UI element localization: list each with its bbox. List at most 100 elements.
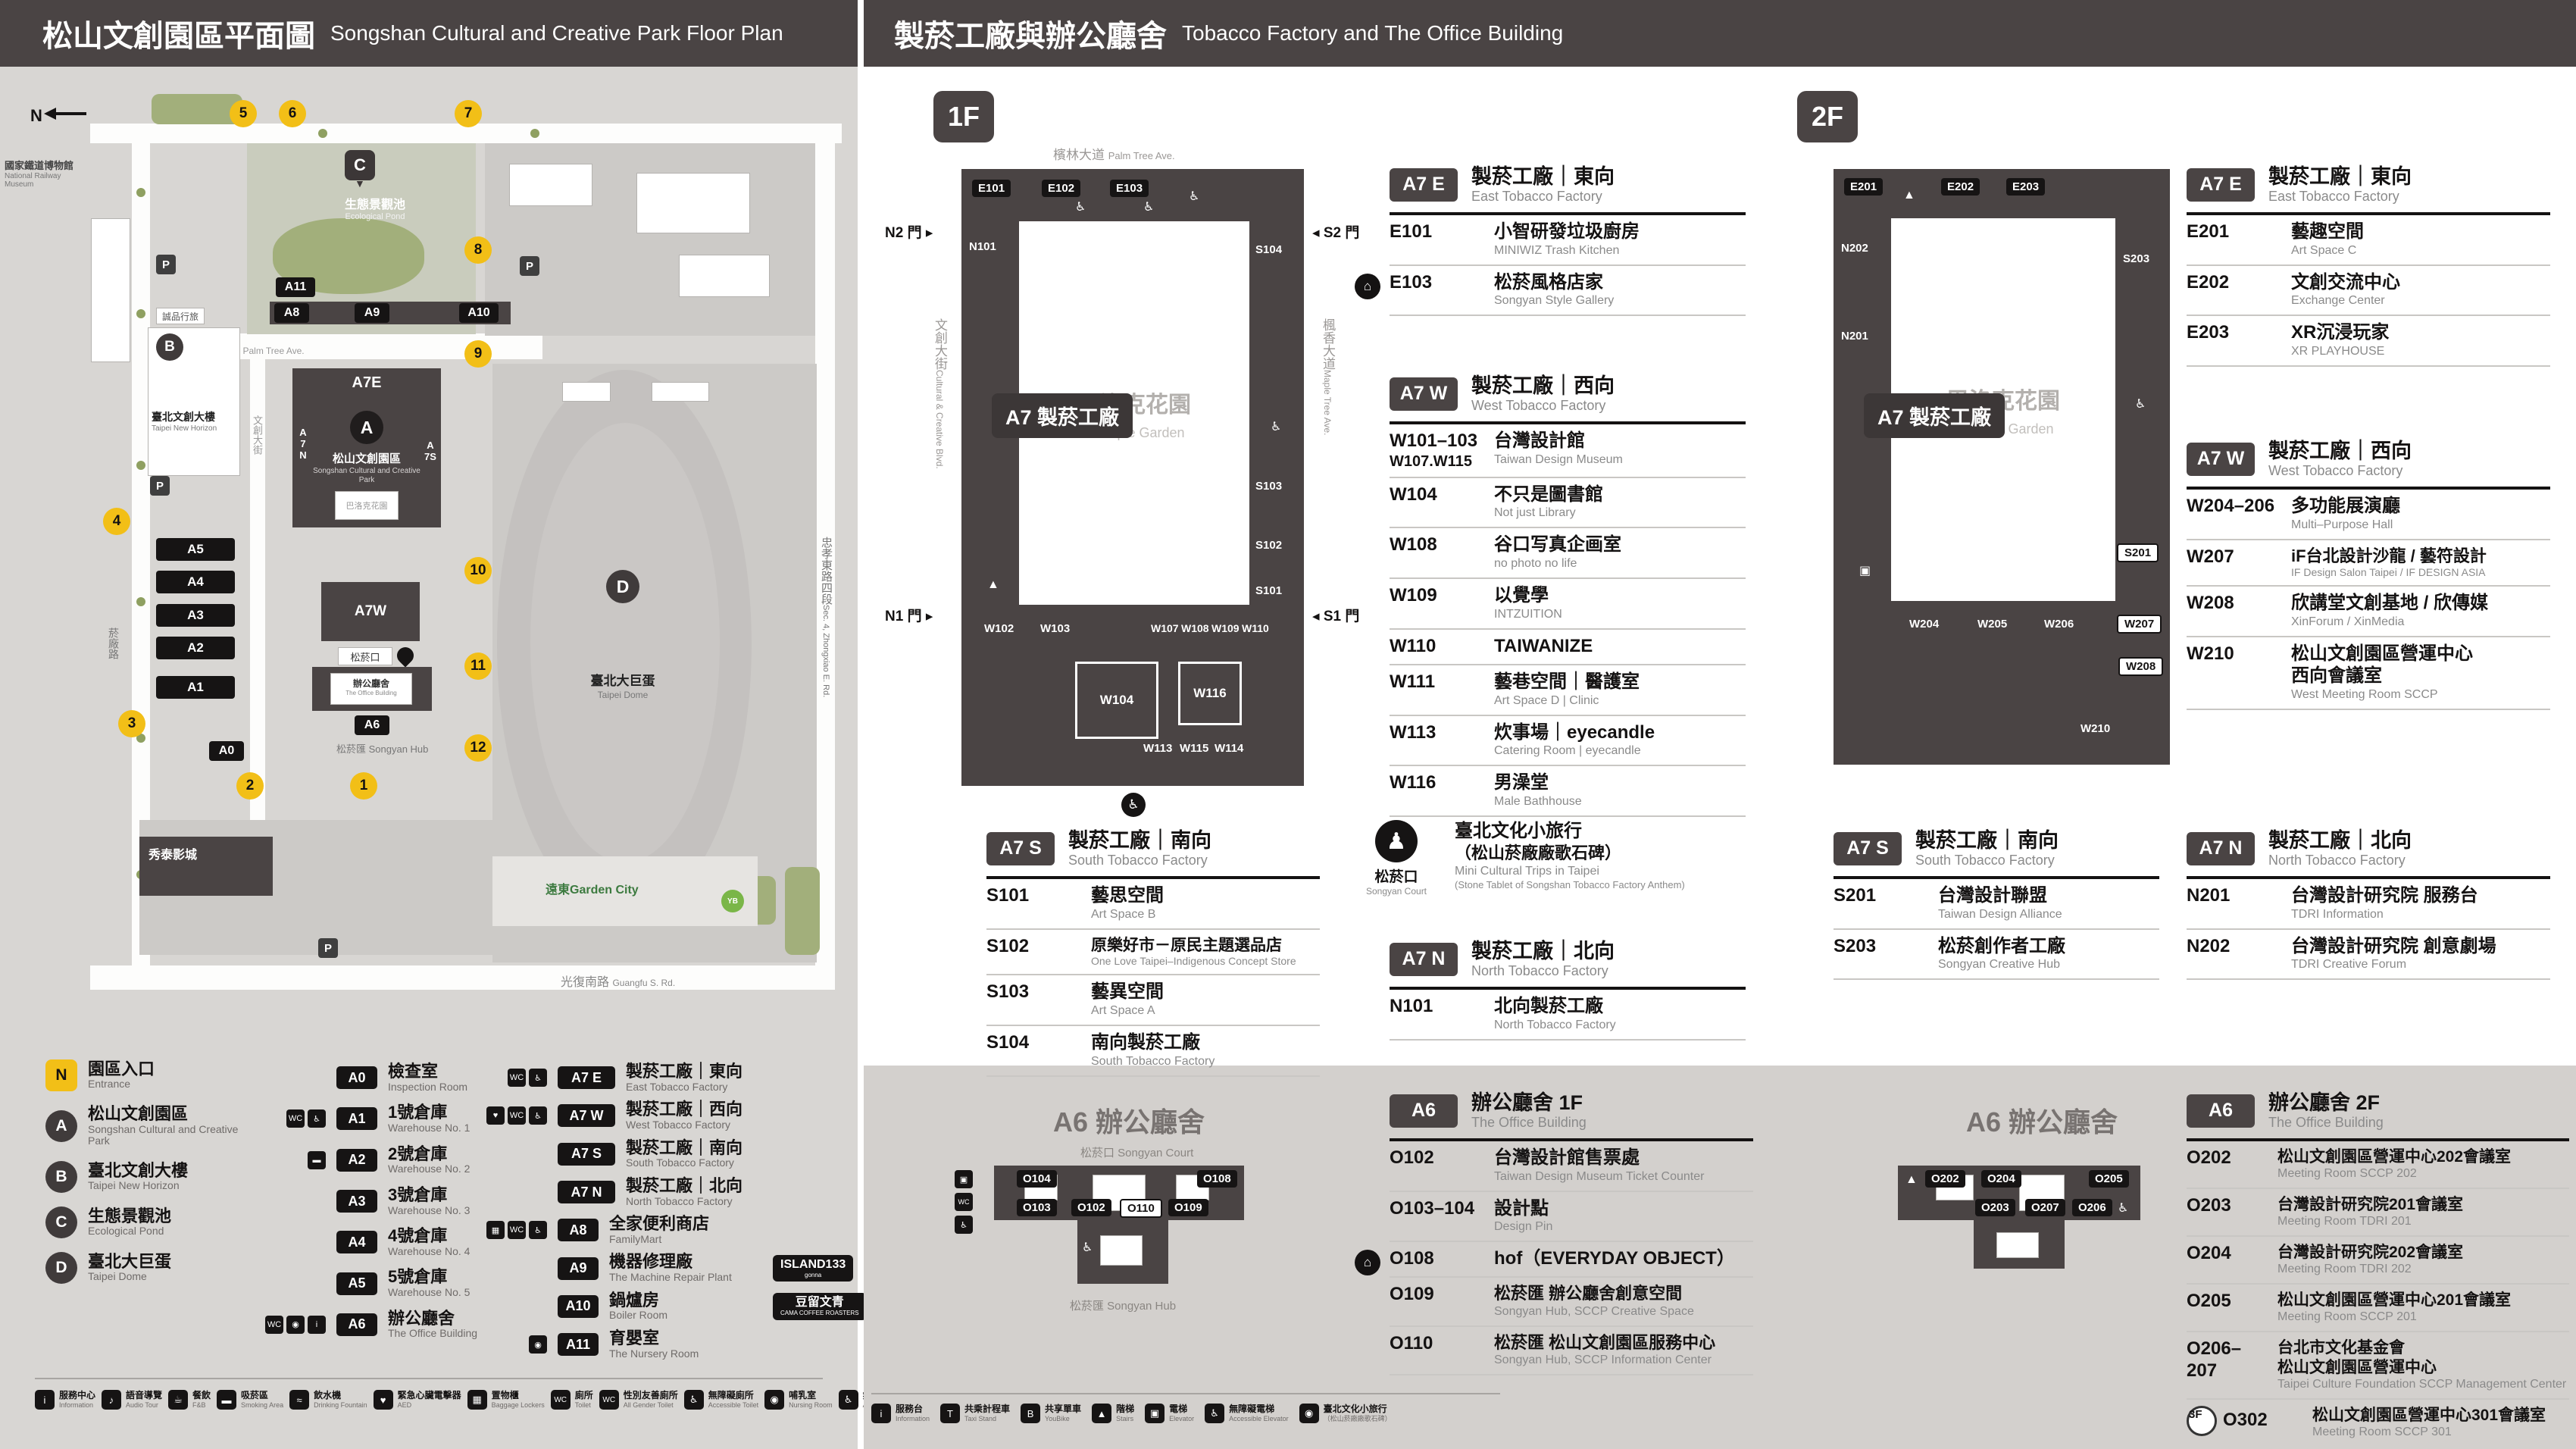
room-o202: O202 bbox=[1925, 1170, 1965, 1188]
left-header: 松山文創園區平面圖 Songshan Cultural and Creative… bbox=[0, 0, 858, 67]
a7s-badge: A7 S bbox=[1834, 831, 1902, 865]
new-horizon-label: 臺北文創大樓 Taipei New Horizon bbox=[152, 411, 217, 433]
entrance-2-marker: 2 bbox=[236, 772, 264, 800]
gate-s1: ◂ S1 門 bbox=[1312, 609, 1360, 624]
toilet-icon: WC bbox=[265, 1315, 283, 1334]
tree-icon bbox=[136, 188, 145, 197]
info-icon: i bbox=[308, 1315, 326, 1334]
footer-divider bbox=[35, 1378, 823, 1379]
left-header-title-zh: 松山文創園區平面圖 bbox=[42, 20, 315, 53]
a7w-badge: A7 W bbox=[1390, 377, 1458, 411]
a7s-wing-label: A7S bbox=[424, 440, 436, 462]
room-w205: W205 bbox=[1977, 618, 2008, 631]
pond-label: 生態景觀池 Ecological Pond bbox=[344, 199, 405, 221]
a7s-badge: A7 S bbox=[986, 831, 1055, 865]
room-w114: W114 bbox=[1215, 742, 1244, 755]
a6-plan-title-2f: A6 辦公廳舍 bbox=[1966, 1106, 2118, 1138]
songyan-hub-label: 松菸匯 Songyan Hub bbox=[1070, 1300, 1177, 1313]
entrance-9-marker: 9 bbox=[464, 340, 492, 368]
room-o205: O205 bbox=[2089, 1170, 2129, 1188]
room-n201: N201 bbox=[1841, 330, 1868, 343]
entrance-3-marker: 3 bbox=[118, 710, 145, 737]
room-s102: S102 bbox=[1255, 539, 1283, 552]
entrance-7-marker: 7 bbox=[455, 100, 482, 127]
footer-item-culture-trip: ◉臺北文化小旅行（松山菸廠廠歌石碑） bbox=[1299, 1404, 1392, 1423]
a7-factory-label: A7 製菸工廠 bbox=[992, 393, 1133, 438]
room-w207: W207 bbox=[2117, 615, 2162, 634]
map-a9-chip: A9 bbox=[355, 303, 389, 323]
toilet-icon: WC bbox=[955, 1193, 973, 1211]
room-o103: O103 bbox=[1017, 1199, 1057, 1216]
stairs-icon: ▲ bbox=[987, 578, 999, 591]
nursing-room-icon: ◉ bbox=[286, 1315, 305, 1334]
street-cultural-label: 文創大街 bbox=[252, 415, 263, 455]
room-o109: O109 bbox=[1168, 1199, 1208, 1216]
songyan-court-icon: ♟ bbox=[1375, 820, 1418, 862]
taipei-dome-roof bbox=[530, 423, 720, 862]
entrance-5-marker: 5 bbox=[230, 100, 257, 127]
dir-item-w110: W110 TAIWANIZE bbox=[1390, 630, 1746, 665]
info-icon: i bbox=[35, 1390, 55, 1410]
aed-icon: ♥ bbox=[486, 1106, 505, 1125]
nursing-room-icon: ◉ bbox=[764, 1390, 785, 1410]
green-area bbox=[785, 867, 820, 955]
gate-n1: N1 門 ▸ bbox=[885, 609, 933, 624]
map-a8-chip: A8 bbox=[274, 303, 309, 323]
room-e102: E102 bbox=[1042, 180, 1081, 197]
elevator-icon: ▣ bbox=[1145, 1404, 1165, 1423]
accessible-icon: ♿ bbox=[529, 1069, 547, 1088]
entrance-10-marker: 10 bbox=[464, 557, 492, 584]
building-unlabeled bbox=[652, 382, 709, 402]
a7e-badge: A7 E bbox=[2187, 167, 2255, 202]
plan1-street-left-label: 文創大街Cultural & Creative Blvd. bbox=[933, 318, 947, 469]
street-guangfu-label: 光復南路 Guangfu S. Rd. bbox=[561, 976, 676, 989]
a7e-block: A7E A7N A7S A 松山文創園區 Songshan Cultural a… bbox=[292, 368, 441, 527]
office-building-label: 辦公廳舍 The Office Building bbox=[330, 673, 412, 705]
toilet-icon: WC bbox=[286, 1109, 305, 1128]
map-a0-chip: A0 bbox=[209, 741, 244, 761]
building-unlabeled bbox=[679, 255, 770, 297]
right-header: 製菸工廠與辦公廳舍 Tobacco Factory and The Office… bbox=[864, 0, 2576, 67]
locker-icon: ▦ bbox=[467, 1390, 487, 1410]
area-c-badge: C bbox=[45, 1206, 77, 1238]
tree-icon bbox=[136, 734, 145, 743]
a6-badge: A6 bbox=[1390, 1094, 1458, 1128]
map-a5-chip: A5 bbox=[156, 538, 235, 561]
park-floor-plan-panel: 松山文創園區平面圖 Songshan Cultural and Creative… bbox=[0, 0, 920, 1449]
dome-label-zh: 臺北大巨蛋 bbox=[590, 674, 655, 688]
road-cultural-blvd bbox=[250, 359, 265, 822]
a7e-label: A7E bbox=[352, 374, 382, 391]
